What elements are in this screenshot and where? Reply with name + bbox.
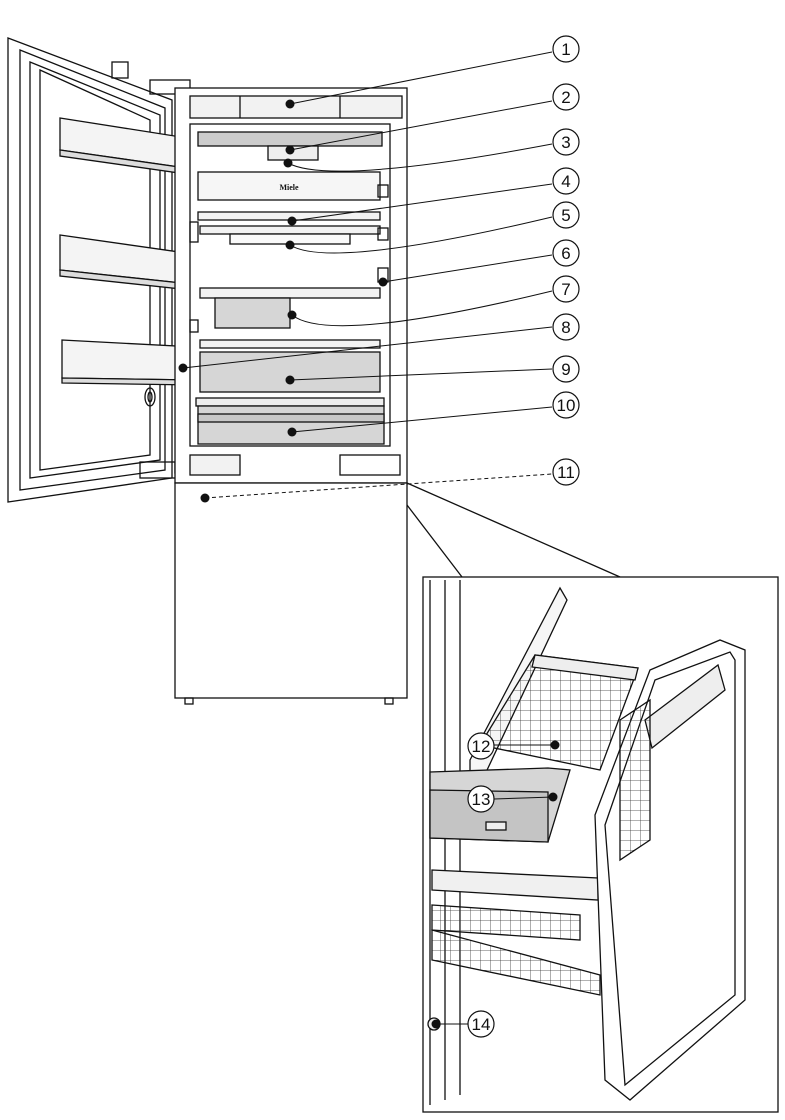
callout-7: 7: [552, 275, 580, 303]
fridge-door: [7, 37, 201, 503]
callout-9: 9: [552, 355, 580, 383]
callout-6: 6: [552, 239, 580, 267]
callout-5-label: 5: [561, 206, 570, 225]
callout-4-label: 4: [561, 172, 570, 191]
callout-8: 8: [552, 313, 580, 341]
callout-1-label: 1: [561, 40, 570, 59]
brand-label: Miele: [279, 183, 299, 192]
callout-3: 3: [552, 128, 580, 156]
fridge-cabinet: Miele: [174, 87, 408, 705]
callout-dots: [178, 99, 560, 1029]
freezer-drawer-detail: [406, 482, 779, 1113]
callout-12: 12: [467, 732, 495, 760]
callout-2: 2: [552, 83, 580, 111]
callout-11: 11: [552, 458, 580, 486]
callout-leaders: [182, 51, 555, 1025]
callout-3-label: 3: [561, 133, 570, 152]
callout-6-label: 6: [561, 244, 570, 263]
callout-7-label: 7: [561, 280, 570, 299]
callout-12-label: 12: [472, 737, 491, 756]
callout-10-label: 10: [557, 396, 576, 415]
callout-14: 14: [467, 1010, 495, 1038]
callout-5: 5: [552, 201, 580, 229]
callout-10: 10: [552, 391, 580, 419]
callout-11-label: 11: [557, 463, 575, 482]
callout-14-label: 14: [472, 1015, 491, 1034]
callout-4: 4: [552, 167, 580, 195]
callout-markers: 1 2 3 4 5 6 7 8: [467, 35, 580, 1038]
callout-9-label: 9: [561, 360, 570, 379]
callout-8-label: 8: [561, 318, 570, 337]
callout-13-label: 13: [472, 790, 491, 809]
callout-1: 1: [552, 35, 580, 63]
callout-2-label: 2: [561, 88, 570, 107]
callout-13: 13: [467, 785, 495, 813]
